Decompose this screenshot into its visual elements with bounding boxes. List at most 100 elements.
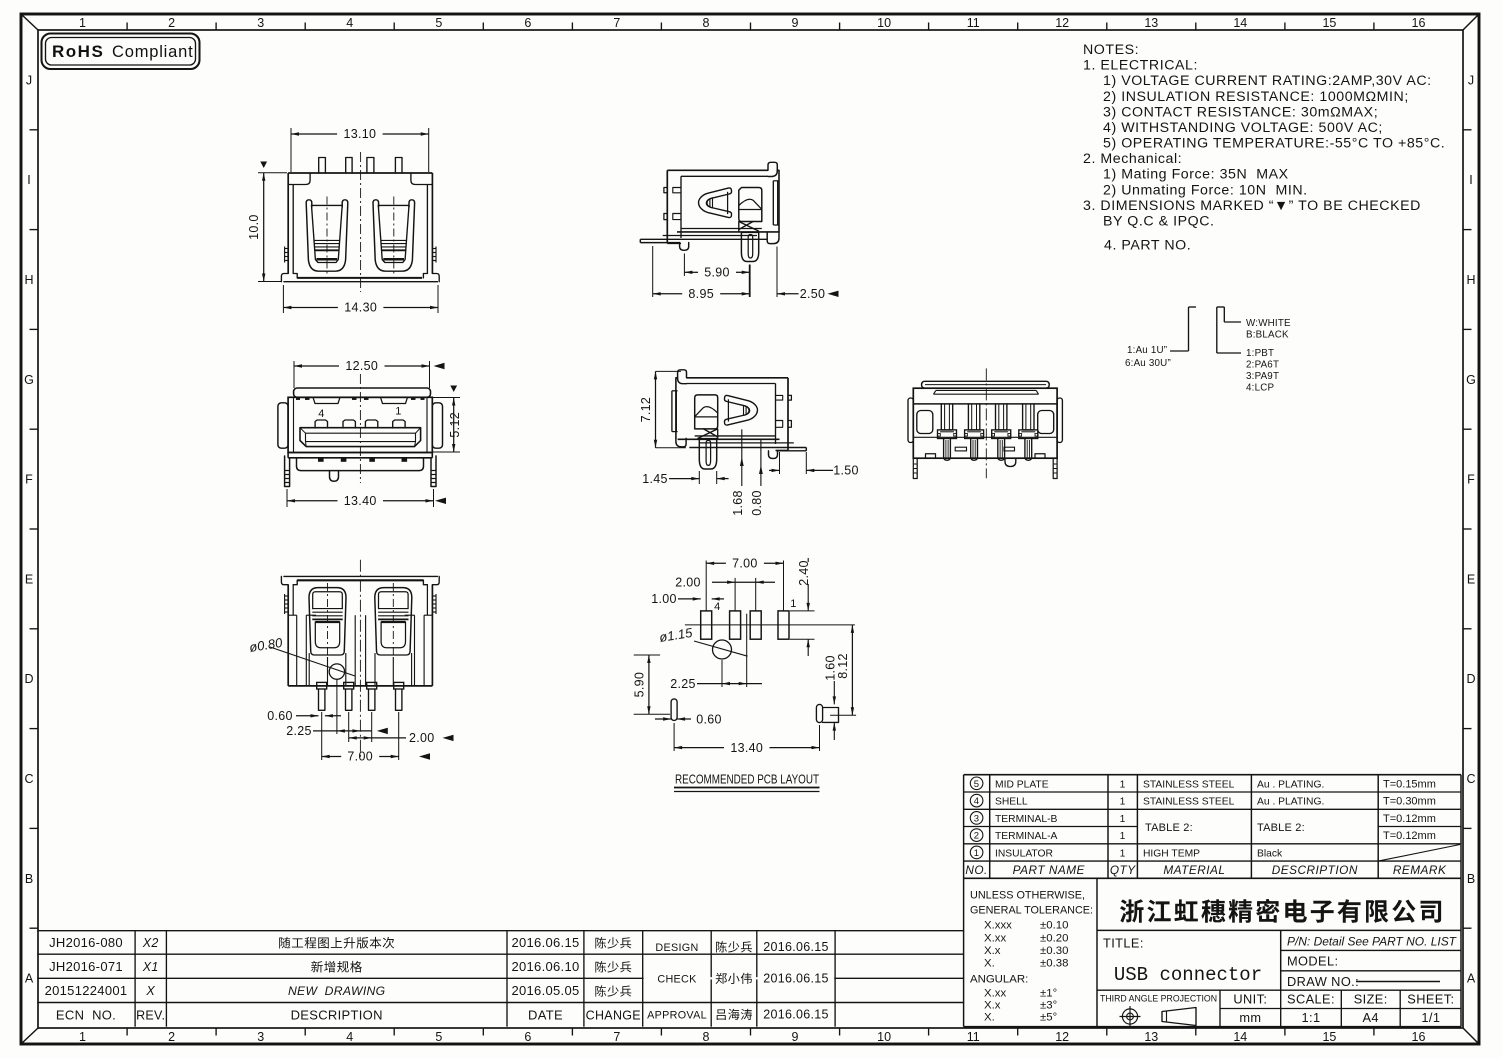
svg-text:THIRD ANGLE PROJECTION: THIRD ANGLE PROJECTION: [1100, 994, 1217, 1005]
svg-text:2016.06.10: 2016.06.10: [511, 959, 579, 974]
svg-text:2016.06.15: 2016.06.15: [511, 935, 579, 950]
svg-text:DATE: DATE: [528, 1007, 563, 1022]
svg-text:5: 5: [974, 779, 980, 790]
svg-text:ø0.80: ø0.80: [248, 635, 284, 655]
svg-text:DESIGN: DESIGN: [655, 942, 698, 954]
svg-text:G: G: [24, 373, 34, 387]
svg-text:10.0: 10.0: [247, 214, 261, 240]
svg-text:D: D: [1466, 672, 1475, 686]
svg-text:INSULATOR: INSULATOR: [995, 848, 1053, 859]
svg-text:2: 2: [168, 16, 175, 30]
svg-text:X.xx: X.xx: [984, 988, 1006, 1000]
svg-text:6: 6: [524, 1030, 531, 1044]
svg-text:13: 13: [1144, 1030, 1158, 1044]
svg-text:T=0.30mm: T=0.30mm: [1383, 796, 1436, 808]
svg-text:1.45: 1.45: [642, 472, 668, 486]
svg-text:2016.06.15: 2016.06.15: [763, 1008, 829, 1022]
svg-text:1/1: 1/1: [1421, 1010, 1440, 1025]
svg-text:3: 3: [257, 1030, 264, 1044]
svg-text:±0.38: ±0.38: [1040, 958, 1068, 970]
svg-text:BY Q.C & IPQC.: BY Q.C & IPQC.: [1103, 214, 1215, 230]
svg-text:4: 4: [714, 601, 720, 613]
svg-text:15: 15: [1322, 1030, 1336, 1044]
svg-text:4. PART NO.: 4. PART NO.: [1104, 238, 1191, 254]
svg-text:4: 4: [974, 796, 980, 807]
svg-text:20151224001: 20151224001: [45, 983, 128, 998]
svg-text:X: X: [145, 984, 155, 998]
svg-text:15: 15: [1322, 16, 1336, 30]
svg-text:X2: X2: [142, 936, 159, 950]
svg-text:13.40: 13.40: [730, 741, 763, 755]
svg-text:APPROVAL: APPROVAL: [647, 1010, 707, 1022]
svg-text:SHELL: SHELL: [995, 797, 1028, 808]
svg-text:B: B: [25, 872, 33, 886]
svg-text:5.90: 5.90: [632, 672, 646, 698]
svg-text:W:WHITE: W:WHITE: [1246, 318, 1291, 329]
svg-text:1.00: 1.00: [651, 592, 677, 606]
svg-text:2.00: 2.00: [675, 575, 701, 589]
svg-text:X.xxx: X.xxx: [984, 920, 1012, 932]
svg-text:2) INSULATION RESISTANCE: 1000: 2) INSULATION RESISTANCE: 1000MΩMIN;: [1103, 89, 1409, 105]
svg-text:2.00: 2.00: [409, 731, 435, 745]
svg-text:I: I: [1469, 173, 1472, 187]
svg-text:5: 5: [435, 16, 442, 30]
svg-text:H: H: [24, 273, 33, 287]
svg-text:10: 10: [877, 1030, 891, 1044]
svg-text:2) Unmating Force: 10N MIN.: 2) Unmating Force: 10N MIN.: [1103, 183, 1308, 199]
svg-text:1. ELECTRICAL:: 1. ELECTRICAL:: [1083, 58, 1198, 74]
svg-text:DRAW NO.:: DRAW NO.:: [1287, 974, 1359, 989]
svg-text:±3°: ±3°: [1040, 1000, 1057, 1012]
svg-text:A4: A4: [1362, 1010, 1378, 1025]
svg-text:2016.05.05: 2016.05.05: [511, 983, 579, 998]
svg-text:Compliant: Compliant: [112, 43, 193, 61]
svg-text:X.: X.: [984, 1012, 995, 1024]
svg-text:CHANGE: CHANGE: [586, 1008, 641, 1022]
svg-text:REV.: REV.: [136, 1008, 165, 1022]
svg-text:1: 1: [79, 1030, 86, 1044]
svg-text:NEW DRAWING: NEW DRAWING: [288, 984, 386, 998]
svg-text:CHECK: CHECK: [657, 974, 697, 986]
svg-text:2016.06.15: 2016.06.15: [763, 940, 829, 954]
svg-text:2. Mechanical:: 2. Mechanical:: [1083, 151, 1182, 167]
svg-text:MID PLATE: MID PLATE: [995, 779, 1049, 790]
svg-text:Black: Black: [1257, 848, 1283, 859]
svg-text:2.50: 2.50: [800, 287, 826, 301]
svg-text:1: 1: [1120, 779, 1126, 790]
svg-text:1) VOLTAGE CURRENT RATING:2AMP: 1) VOLTAGE CURRENT RATING:2AMP,30V AC:: [1103, 73, 1432, 89]
svg-text:ECN NO.: ECN NO.: [56, 1007, 116, 1022]
svg-text:1: 1: [1120, 848, 1126, 859]
svg-text:X1: X1: [142, 960, 159, 974]
svg-text:QTY: QTY: [1110, 863, 1136, 877]
svg-text:X.x: X.x: [984, 1000, 1001, 1012]
svg-text:UNLESS OTHERWISE,: UNLESS OTHERWISE,: [970, 890, 1085, 902]
svg-text:TABLE 2:: TABLE 2:: [1257, 822, 1305, 834]
svg-text:TERMINAL-B: TERMINAL-B: [995, 814, 1057, 825]
svg-text:4: 4: [346, 1030, 353, 1044]
svg-text:C: C: [24, 772, 33, 786]
svg-text:MODEL:: MODEL:: [1287, 954, 1338, 969]
svg-text:1: 1: [1120, 831, 1126, 842]
svg-text:1: 1: [790, 598, 796, 610]
svg-text:mm: mm: [1239, 1010, 1261, 1025]
svg-text:SCALE:: SCALE:: [1287, 992, 1335, 1007]
svg-text:1) Mating Force: 35N MAX: 1) Mating Force: 35N MAX: [1103, 167, 1289, 183]
svg-text:RoHS: RoHS: [52, 42, 104, 61]
svg-text:12.50: 12.50: [345, 359, 378, 373]
svg-text:4) WITHSTANDING VOLTAGE: 500V: 4) WITHSTANDING VOLTAGE: 500V AC;: [1103, 120, 1383, 136]
svg-text:1: 1: [974, 848, 980, 859]
svg-text:SHEET:: SHEET:: [1407, 992, 1454, 1007]
svg-text:Au . PLATING.: Au . PLATING.: [1257, 797, 1324, 808]
svg-text:2016.06.15: 2016.06.15: [763, 972, 829, 986]
svg-text:X.xx: X.xx: [984, 933, 1006, 945]
svg-text:14: 14: [1233, 1030, 1247, 1044]
svg-text:8: 8: [703, 16, 710, 30]
svg-text:7.00: 7.00: [347, 750, 373, 764]
svg-text:Au . PLATING.: Au . PLATING.: [1257, 779, 1324, 790]
svg-text:3) CONTACT RESISTANCE: 30mΩMAX: 3) CONTACT RESISTANCE: 30mΩMAX;: [1103, 105, 1378, 121]
svg-text:PART NAME: PART NAME: [1013, 863, 1085, 877]
svg-text:T=0.12mm: T=0.12mm: [1383, 813, 1436, 825]
svg-text:0.60: 0.60: [267, 709, 293, 723]
svg-text:3:PA9T: 3:PA9T: [1246, 371, 1279, 382]
svg-text:5.12: 5.12: [448, 412, 462, 438]
svg-text:ANGULAR:: ANGULAR:: [970, 974, 1028, 986]
